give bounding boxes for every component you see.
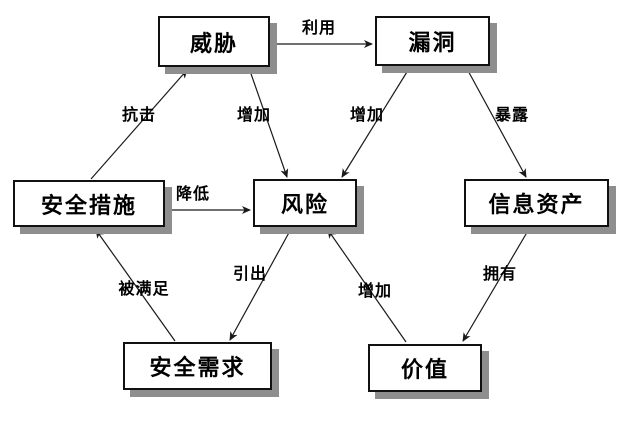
node-risk: 风险	[253, 179, 357, 227]
edge-label-increase-vuln: 增加	[349, 107, 385, 124]
edge-label-increase-value: 增加	[357, 283, 393, 300]
edge-label-derive: 引出	[232, 266, 268, 283]
edge-increase2-line	[341, 66, 411, 178]
node-value: 价值	[368, 344, 482, 392]
node-asset: 信息资产	[464, 179, 609, 227]
node-threat: 威胁	[158, 16, 270, 67]
edge-label-increase-threat: 增加	[236, 107, 272, 124]
edge-label-expose: 暴露	[494, 107, 530, 124]
edge-satisfy-line	[95, 229, 176, 342]
node-vulnerability: 漏洞	[375, 16, 490, 66]
node-safeguard: 安全措施	[13, 180, 165, 227]
edge-label-own: 拥有	[482, 266, 518, 283]
edge-label-reduce: 降低	[175, 186, 211, 203]
edge-label-resist: 抗击	[121, 107, 157, 124]
edge-label-exploit: 利用	[301, 20, 337, 37]
edge-derive-line	[229, 228, 292, 341]
edge-resist-line	[90, 69, 188, 180]
node-requirement: 安全需求	[123, 342, 272, 390]
edge-increase3-line	[327, 229, 407, 343]
edge-own-line	[462, 228, 530, 342]
edge-increase1-line	[248, 67, 289, 178]
edge-label-satisfied-by: 被满足	[118, 281, 170, 298]
edge-expose-line	[465, 66, 527, 178]
